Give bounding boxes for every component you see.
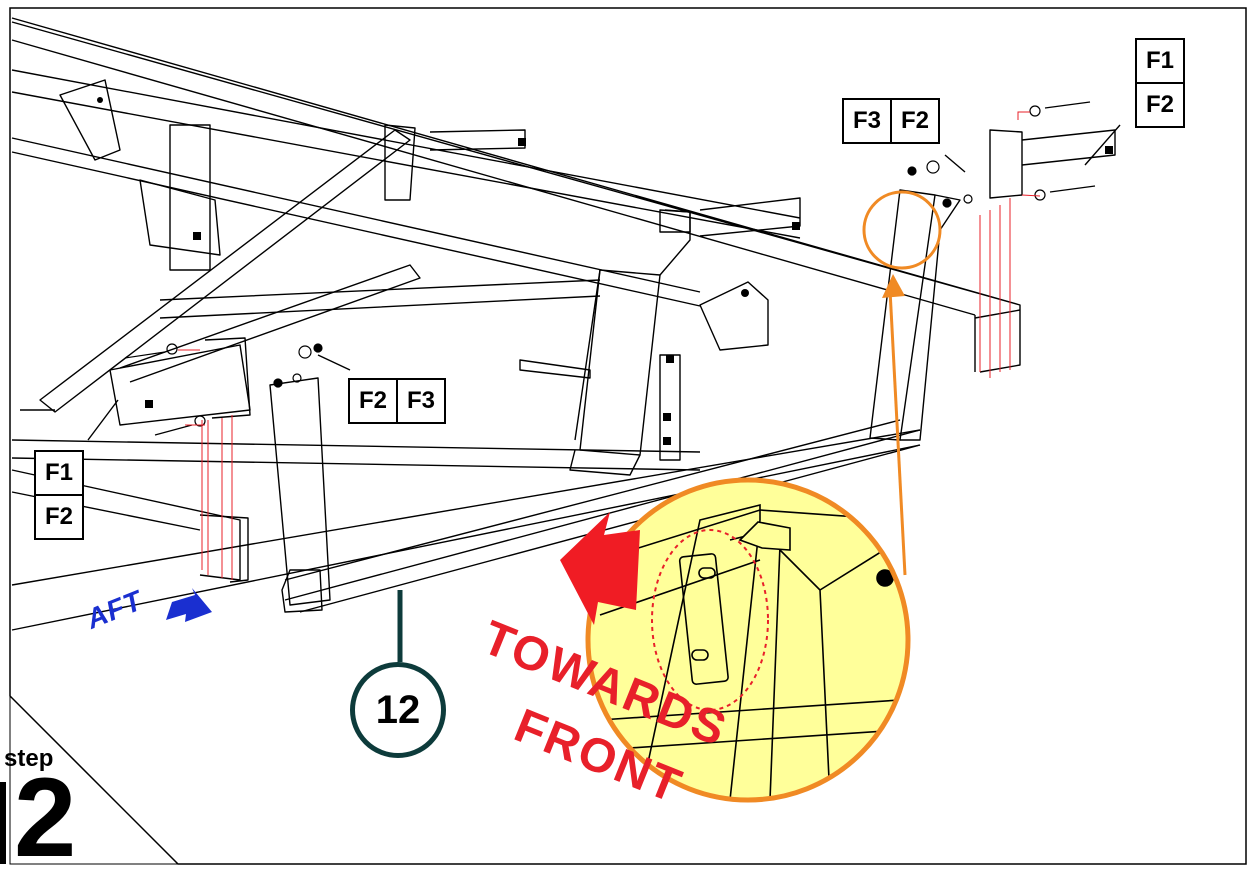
detail-highlight-ring bbox=[651, 529, 769, 711]
part-label-f1-left: F1 bbox=[34, 450, 84, 496]
step-number: 2 bbox=[14, 755, 76, 880]
part-label-f2-center: F2 bbox=[348, 378, 398, 424]
frame-border bbox=[9, 7, 1247, 865]
part-label-f1-top-right: F1 bbox=[1135, 38, 1185, 84]
fasteners-left bbox=[124, 343, 323, 436]
fasteners-top-right bbox=[907, 101, 1096, 208]
alignment-guides bbox=[178, 111, 1041, 580]
step-corner-edge bbox=[9, 696, 178, 865]
part-label-f2-top-right: F2 bbox=[1135, 82, 1185, 128]
trailer-frame bbox=[11, 17, 1116, 631]
towards-front-arrow bbox=[560, 512, 640, 625]
detail-source-circle bbox=[862, 190, 942, 270]
detail-zoom-circle bbox=[585, 477, 911, 803]
part-label-f3-center: F3 bbox=[396, 378, 446, 424]
part-label-f2-top: F2 bbox=[890, 98, 940, 144]
aft-arrow-icon bbox=[166, 588, 212, 622]
callout-number-12: 12 bbox=[350, 662, 446, 758]
detail-connector-line bbox=[888, 289, 907, 576]
step-number-bar bbox=[0, 782, 6, 864]
detail-pointer-arrow bbox=[882, 274, 905, 298]
bolt-holes bbox=[97, 97, 1113, 445]
step-word: step bbox=[4, 745, 54, 772]
part-leader-lines bbox=[87, 124, 1121, 441]
part-label-f2-left: F2 bbox=[34, 494, 84, 540]
part-label-f3-top: F3 bbox=[842, 98, 892, 144]
